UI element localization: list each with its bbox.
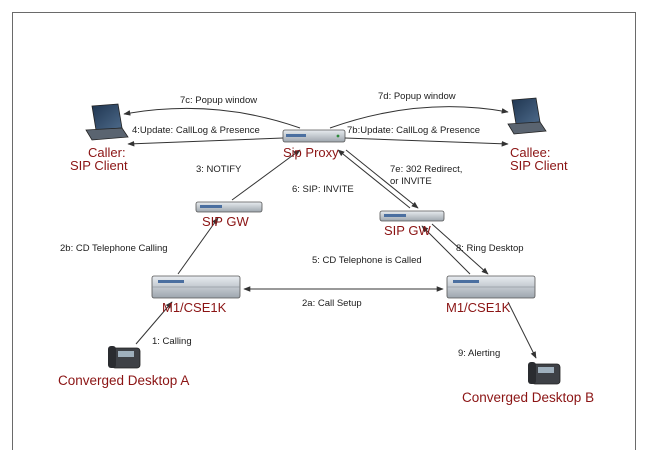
desktop-phone-a-icon — [108, 346, 141, 369]
sip-gw-left-label: SIP GW — [202, 214, 249, 229]
sip-proxy-label: Sip Proxy — [283, 145, 339, 160]
arrow-4-update — [127, 137, 284, 147]
label-2b: 2b: CD Telephone Calling — [60, 243, 168, 254]
label-5: 5: CD Telephone is Called — [312, 255, 422, 266]
label-1: 1: Calling — [152, 336, 192, 347]
arrow-7d-popup — [329, 106, 509, 129]
arrow-8-ring-desktop — [431, 223, 489, 275]
sip-proxy-device — [282, 129, 346, 143]
sip-gw-right-device — [379, 210, 445, 222]
m1-cse1k-right-device — [446, 275, 536, 299]
label-7e-line1: 7e: 302 Redirect, — [390, 164, 462, 175]
label-4: 4:Update: CallLog & Presence — [132, 125, 260, 136]
diagram-frame — [12, 12, 636, 450]
arrow-3-notify — [231, 149, 301, 201]
arrow-7b-update — [344, 137, 509, 147]
sip-gw-left-device — [195, 201, 263, 213]
desktop-phone-b-icon — [528, 362, 561, 385]
callee-laptop-icon — [507, 97, 547, 135]
label-7e-line2: or INVITE — [390, 176, 432, 187]
arrow-7e-redirect — [345, 149, 419, 209]
callee-label-line1: Callee: — [510, 145, 550, 160]
caller-label-line2: SIP Client — [70, 158, 128, 173]
label-8: 8: Ring Desktop — [456, 243, 524, 254]
caller-label-line1: Caller: — [88, 145, 126, 160]
m1-cse1k-left-device — [151, 275, 241, 299]
arrow-6-invite — [337, 149, 411, 209]
label-7c: 7c: Popup window — [180, 95, 257, 106]
m1-right-label: M1/CSE1K — [446, 300, 511, 315]
callee-label-line2: SIP Client — [510, 158, 568, 173]
desktop-a-label: Converged Desktop A — [58, 373, 189, 388]
label-3: 3: NOTIFY — [196, 164, 242, 175]
arrow-9-alerting — [507, 301, 537, 359]
arrow-7c-popup — [123, 107, 301, 129]
label-9: 9: Alerting — [458, 348, 500, 359]
label-7b: 7b:Update: CallLog & Presence — [347, 125, 480, 136]
caller-laptop-icon — [85, 103, 129, 141]
label-6: 6: SIP: INVITE — [292, 184, 354, 195]
arrow-2b-cd-calling — [177, 217, 219, 275]
label-2a: 2a: Call Setup — [302, 298, 362, 309]
desktop-b-label: Converged Desktop B — [462, 390, 594, 405]
sip-gw-right-label: SIP GW — [384, 223, 431, 238]
m1-left-label: M1/CSE1K — [162, 300, 227, 315]
arrow-5-cd-called — [421, 225, 471, 275]
arrow-1-calling — [135, 301, 173, 345]
label-7d: 7d: Popup window — [378, 91, 456, 102]
